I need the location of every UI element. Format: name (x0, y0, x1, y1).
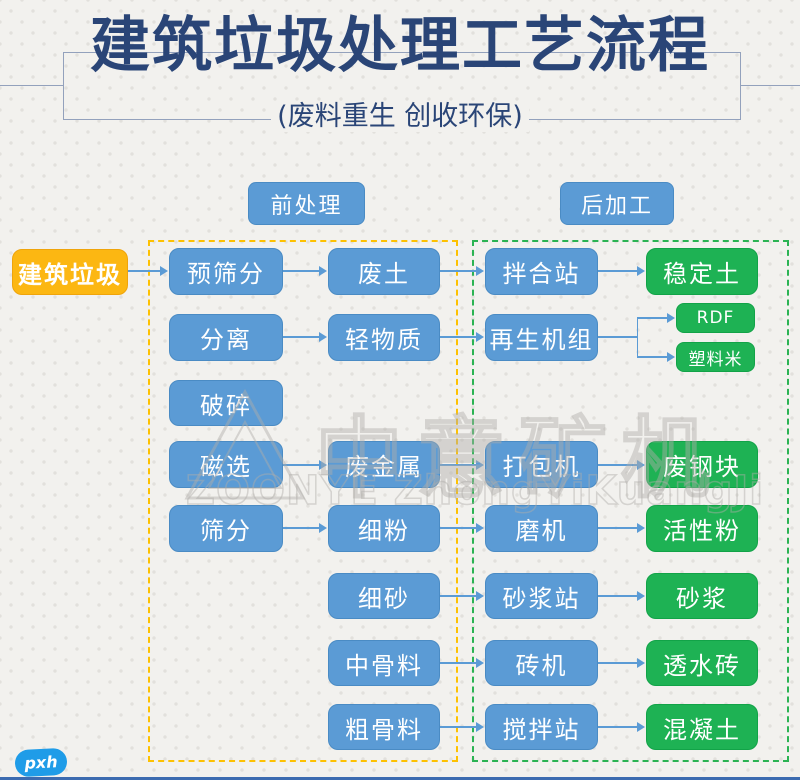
flow-arrowhead-icon (160, 266, 168, 276)
node-mixing-station: 拌合站 (485, 248, 598, 295)
flow-arrowhead-icon (637, 722, 645, 732)
node-batching-station: 搅拌站 (485, 704, 598, 750)
flow-arrow-line (283, 527, 319, 529)
flow-arrowhead-icon (319, 523, 327, 533)
node-rdf: RDF (676, 303, 755, 333)
flow-arrowhead-icon (476, 460, 484, 470)
flow-arrow-line (440, 527, 476, 529)
flow-arrowhead-icon (319, 266, 327, 276)
node-coarse-aggregate: 粗骨料 (328, 704, 440, 750)
flow-arrow-line (440, 595, 476, 597)
flow-arrow-line (598, 464, 637, 466)
node-fine-powder: 细粉 (328, 505, 440, 552)
node-pre-screening: 预筛分 (169, 248, 283, 295)
title-frame-left-line (0, 85, 63, 86)
flow-arrow-line (598, 726, 637, 728)
flow-arrowhead-icon (637, 460, 645, 470)
section-label-postprocessing: 后加工 (560, 182, 674, 225)
flow-arrowhead-icon (637, 266, 645, 276)
node-scrap-steel-block: 废钢块 (646, 441, 758, 488)
title-frame-right-line (740, 85, 800, 86)
node-plastic-pellets: 塑料米 (676, 342, 755, 372)
node-construction-waste: 建筑垃圾 (12, 249, 128, 295)
flow-arrow-line (598, 527, 637, 529)
flow-arrow-line (637, 356, 667, 358)
node-screening: 筛分 (169, 505, 283, 552)
flow-arrow-line (128, 270, 160, 272)
flow-arrow-line (598, 595, 637, 597)
flow-arrowhead-icon (637, 658, 645, 668)
preprocessing-region-border (148, 240, 458, 762)
flow-arrow-line (440, 336, 476, 338)
flow-arrow-line (440, 270, 476, 272)
node-permeable-brick: 透水砖 (646, 640, 758, 686)
flow-arrowhead-icon (319, 460, 327, 470)
node-active-powder: 活性粉 (646, 505, 758, 552)
flow-arrowhead-icon (476, 722, 484, 732)
flow-arrowhead-icon (476, 332, 484, 342)
flow-arrowhead-icon (667, 352, 675, 362)
pxh-badge: pxh (14, 747, 68, 778)
node-magnetic-separation: 磁选 (169, 441, 283, 488)
flow-arrowhead-icon (637, 591, 645, 601)
flow-arrowhead-icon (319, 332, 327, 342)
flow-arrowhead-icon (476, 266, 484, 276)
node-scrap-metal: 废金属 (328, 441, 440, 488)
flow-arrow-line (440, 464, 476, 466)
section-label-preprocessing: 前处理 (248, 182, 365, 225)
flow-arrow-line (283, 464, 319, 466)
node-brick-machine: 砖机 (485, 640, 598, 686)
flow-connector-line (636, 318, 638, 358)
flow-arrowhead-icon (476, 523, 484, 533)
flow-arrow-line (283, 336, 319, 338)
node-fine-sand: 细砂 (328, 573, 440, 619)
flow-arrowhead-icon (637, 523, 645, 533)
node-waste-soil: 废土 (328, 248, 440, 295)
node-regeneration-unit: 再生机组 (485, 314, 598, 361)
flow-connector-line (598, 336, 637, 338)
page-subtitle: (废料重生 创收环保) (0, 99, 800, 135)
node-mortar-station: 砂浆站 (485, 573, 598, 619)
flow-arrow-line (440, 726, 476, 728)
flow-arrow-line (598, 270, 637, 272)
flow-arrow-line (283, 270, 319, 272)
flow-arrow-line (440, 662, 476, 664)
bottom-blue-bar (0, 777, 800, 780)
node-mill: 磨机 (485, 505, 598, 552)
flow-arrowhead-icon (476, 658, 484, 668)
flow-arrow-line (598, 662, 637, 664)
page-subtitle-text: (废料重生 创收环保) (271, 101, 529, 132)
page-title: 建筑垃圾处理工艺流程 (90, 11, 710, 81)
flow-arrowhead-icon (667, 313, 675, 323)
flow-arrowhead-icon (476, 591, 484, 601)
postprocessing-region-border (472, 240, 789, 762)
node-medium-aggregate: 中骨料 (328, 640, 440, 686)
node-separation: 分离 (169, 314, 283, 361)
node-mortar: 砂浆 (646, 573, 758, 619)
node-light-material: 轻物质 (328, 314, 440, 361)
flow-arrow-line (637, 317, 667, 319)
node-stabilized-soil: 稳定土 (646, 248, 758, 295)
node-crushing: 破碎 (169, 380, 283, 426)
node-baler: 打包机 (485, 441, 598, 488)
node-concrete: 混凝土 (646, 704, 758, 750)
